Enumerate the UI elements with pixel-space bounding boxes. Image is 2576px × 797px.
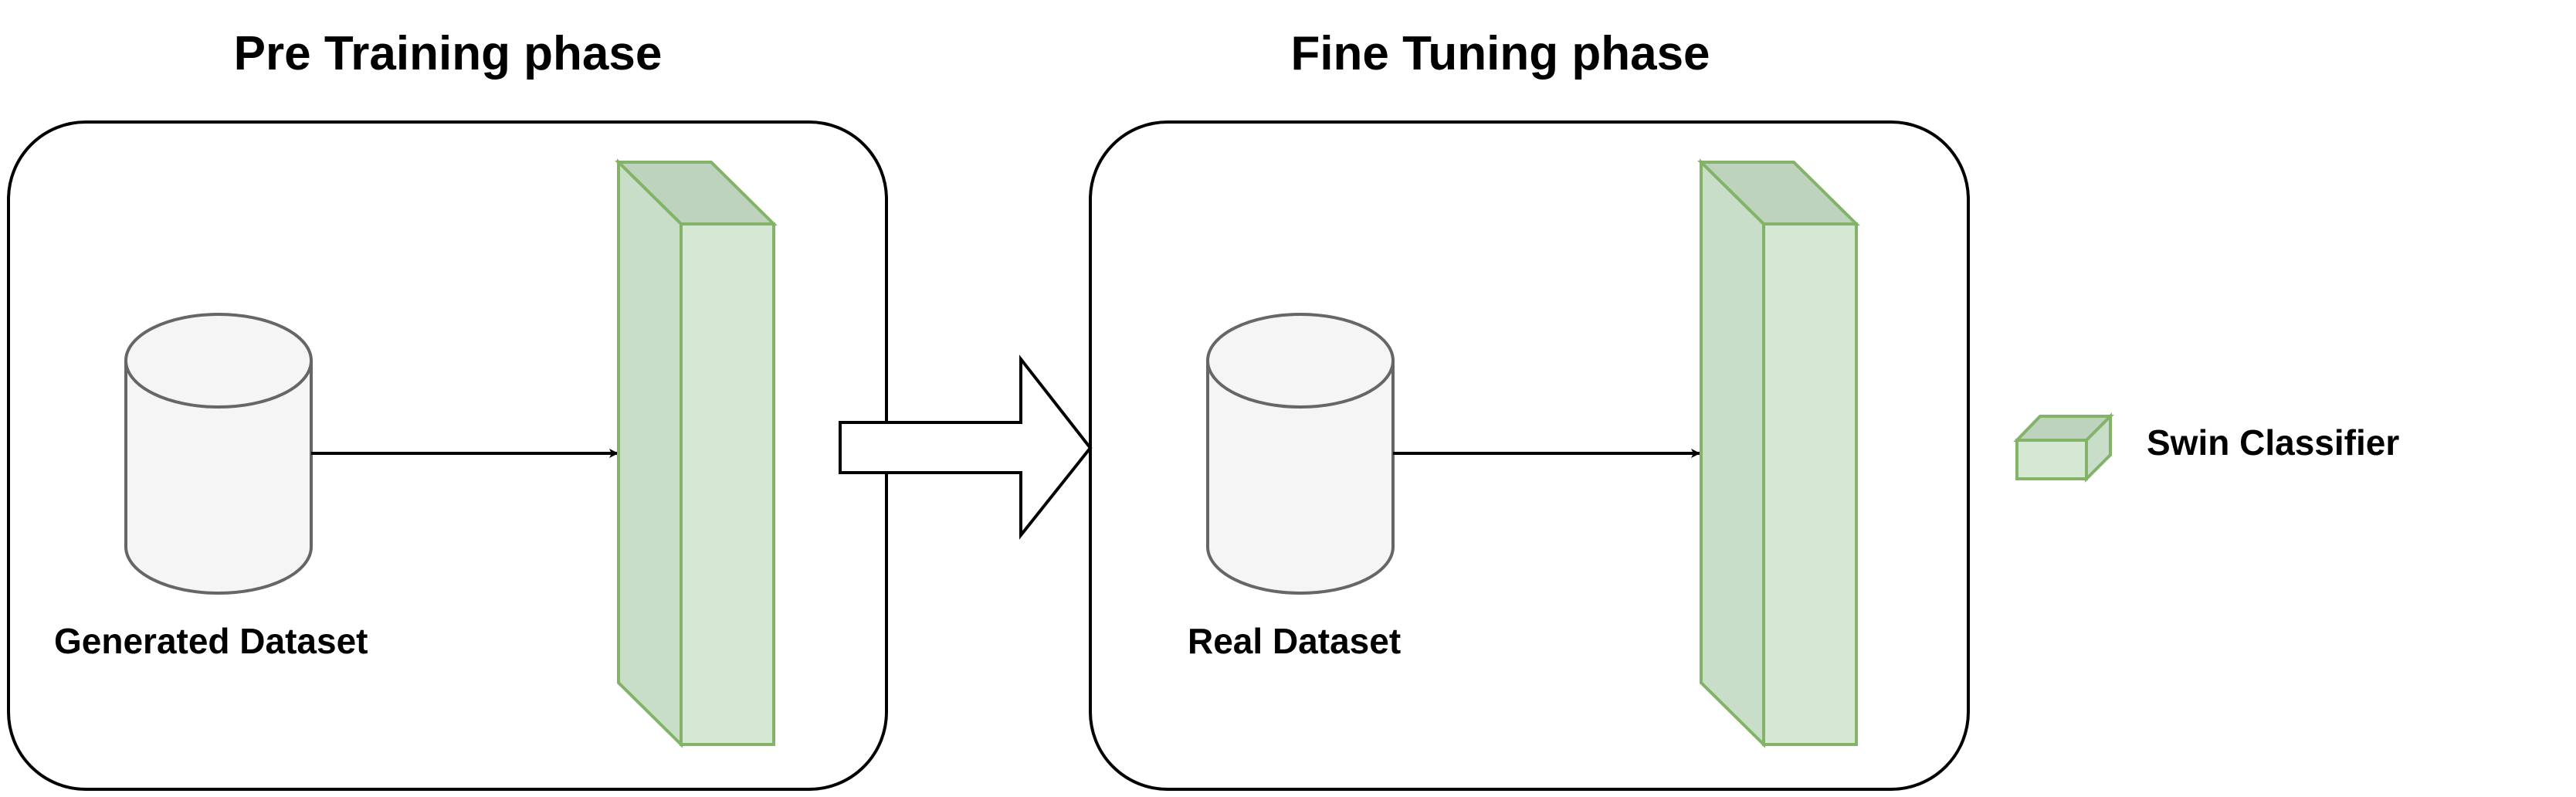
generated-dataset-label: Generated Dataset — [54, 621, 368, 661]
pre-training-classifier-icon — [615, 158, 778, 748]
pre-training-title: Pre Training phase — [234, 27, 663, 80]
generated-dataset-cylinder-icon — [124, 313, 313, 595]
swin-classifier-legend-label: Swin Classifier — [2147, 422, 2399, 463]
fine-tuning-title: Fine Tuning phase — [1290, 27, 1710, 80]
phase-transition-arrow — [839, 354, 1093, 540]
swin-classifier-legend-icon — [2013, 412, 2114, 483]
real-dataset-label: Real Dataset — [1188, 621, 1401, 661]
real-dataset-cylinder-icon — [1206, 313, 1395, 595]
fine-tuning-classifier-icon — [1697, 158, 1860, 748]
